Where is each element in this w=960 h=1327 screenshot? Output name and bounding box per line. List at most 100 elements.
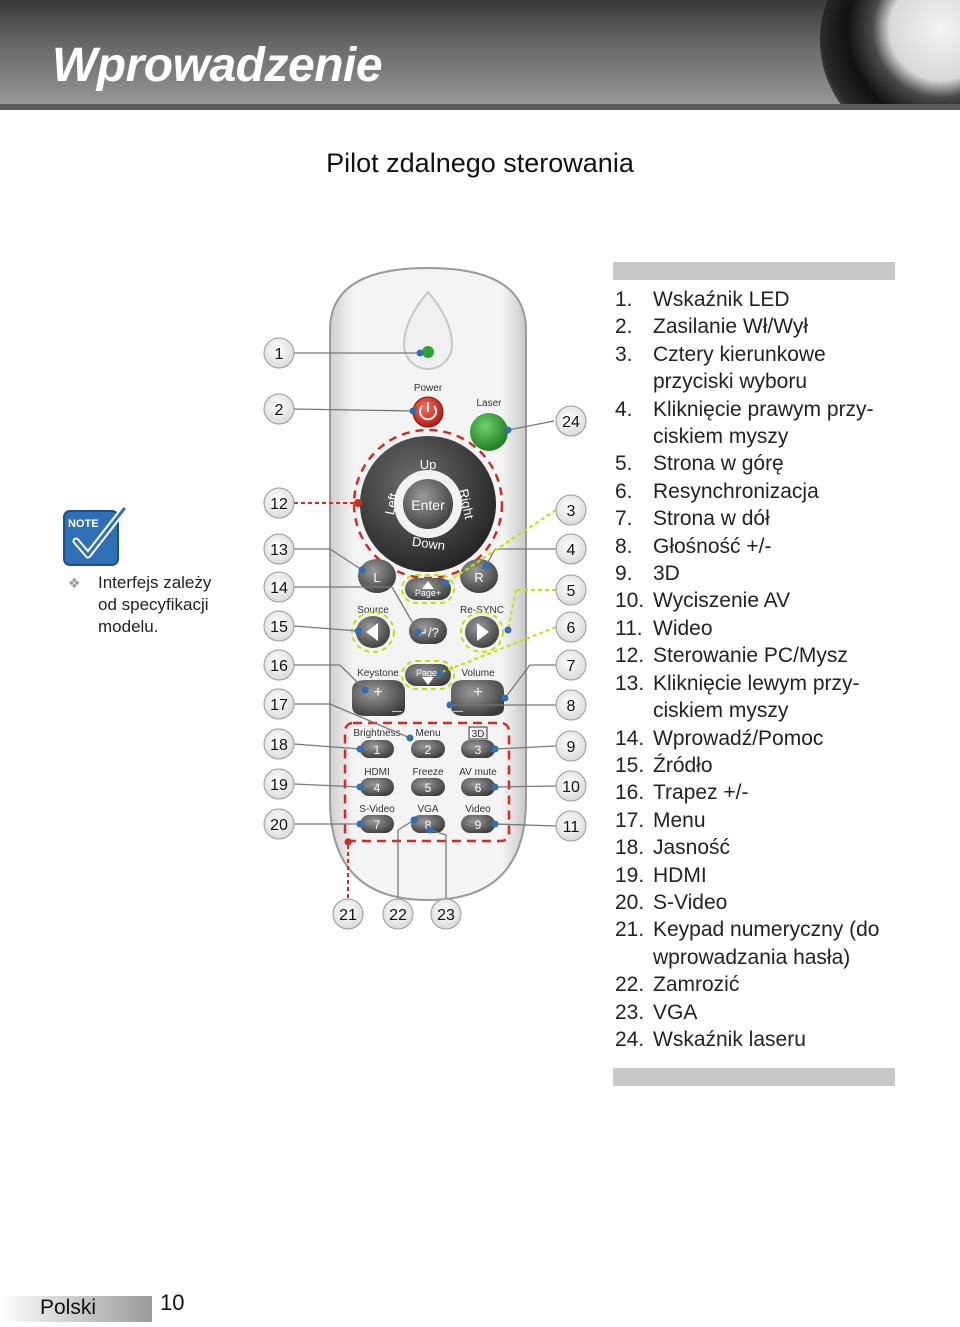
freeze-label: Freeze xyxy=(412,767,444,778)
legend-number: 10. xyxy=(615,589,645,613)
legend-label: Kliknięcie lewym przy- xyxy=(653,671,860,695)
legend-number: 4. xyxy=(615,397,633,421)
dpad-right-button[interactable]: Right xyxy=(456,487,477,520)
legend-item: 5.Strona w górę xyxy=(615,450,905,477)
enter-button[interactable] xyxy=(403,479,453,529)
led-window xyxy=(402,290,454,370)
callout-11: 11 xyxy=(563,819,580,836)
callout-16: 16 xyxy=(270,658,288,675)
legend-item: 2. Zasilanie Wł/Wył xyxy=(615,313,905,340)
callout-17: 17 xyxy=(270,697,288,714)
legend-item: 6.Resynchronizacja xyxy=(615,478,905,505)
legend-item: 21.Keypad numeryczny (do xyxy=(615,916,905,943)
legend-number: 6. xyxy=(615,479,633,503)
key-3-label: 3 xyxy=(475,743,482,757)
source-label: Source xyxy=(357,605,389,616)
note-badge-text: NOTE xyxy=(68,518,99,530)
callout-23: 23 xyxy=(437,907,455,924)
legend-label: Wskaźnik LED xyxy=(653,288,790,311)
page-down-label: Page- xyxy=(416,668,440,678)
key-8[interactable] xyxy=(411,815,445,833)
legend-item: 24.Wskaźnik laseru xyxy=(615,1026,905,1053)
key-9-label: 9 xyxy=(475,818,482,832)
yellow-leaders xyxy=(439,509,557,674)
lens-graphic xyxy=(820,0,960,110)
legend-label: przyciski wyboru xyxy=(653,370,808,394)
page-down-button[interactable] xyxy=(405,664,451,686)
legend-label: Jasność xyxy=(653,836,731,860)
legend-item: 22. Zamrozić xyxy=(615,971,905,998)
resync-label: Re-SYNC xyxy=(460,605,504,616)
key-6-label: 6 xyxy=(475,781,482,795)
enter-label: Enter xyxy=(411,497,445,513)
legend-number xyxy=(615,423,653,450)
legend-label: Wideo xyxy=(653,616,713,640)
legend-label: Głośność +/- xyxy=(653,534,772,558)
legend-number: 14. xyxy=(615,726,645,750)
key-5[interactable] xyxy=(411,778,445,796)
key-4[interactable] xyxy=(360,778,394,796)
legend-number: 13. xyxy=(615,671,645,695)
legend-item: 8.Głośność +/- xyxy=(615,533,905,560)
key-6[interactable] xyxy=(461,778,495,796)
legend-item: 14. Wprowadź/Pomoc xyxy=(615,725,905,752)
legend-item: 9. 3D xyxy=(615,560,905,587)
help-button[interactable] xyxy=(409,618,447,644)
callout-18: 18 xyxy=(270,737,288,754)
callouts-right: 24 3 4 5 6 7 8 9 10 11 xyxy=(555,405,587,842)
laser-button[interactable] xyxy=(470,413,508,451)
page-header: Wprowadzenie xyxy=(0,0,960,110)
footer-tab xyxy=(0,1296,152,1322)
legend-number: 12. xyxy=(615,644,645,668)
callout-13: 13 xyxy=(270,542,288,559)
legend-label: 3D xyxy=(653,562,680,586)
key-2[interactable] xyxy=(411,740,445,758)
callout-8: 8 xyxy=(567,698,576,715)
legend-item: 15.Źródło xyxy=(615,752,905,779)
legend-number: 9. xyxy=(615,562,633,586)
video-label: Video xyxy=(465,804,491,815)
callout-19: 19 xyxy=(270,777,288,794)
volume-rocker[interactable] xyxy=(451,680,504,716)
callout-21: 21 xyxy=(339,907,357,924)
key-3[interactable] xyxy=(461,740,495,758)
legend-number: 22. xyxy=(615,973,645,997)
legend-top-bar xyxy=(613,262,895,280)
dpad-up-button[interactable]: Up xyxy=(420,457,437,472)
legend-label: Cztery kierunkowe xyxy=(653,342,826,366)
led-indicator xyxy=(422,346,434,358)
legend-label: ciskiem myszy xyxy=(653,425,789,449)
left-click-button[interactable] xyxy=(358,559,396,593)
callout-14: 14 xyxy=(270,580,288,597)
callout-20: 20 xyxy=(270,817,288,834)
legend-label: Zamrozić xyxy=(653,973,740,997)
dpad-down-button[interactable]: Down xyxy=(411,534,446,553)
page-footer: Polski 10 xyxy=(0,1290,184,1327)
key-1[interactable] xyxy=(360,740,394,758)
header-rule xyxy=(0,104,960,110)
legend-number: 19. xyxy=(615,863,645,887)
legend-label: Zasilanie Wł/Wył xyxy=(653,315,808,339)
legend-label: Trapez +/- xyxy=(653,781,749,805)
menu-label: Menu xyxy=(415,728,440,739)
legend-item: 12.Sterowanie PC/Mysz xyxy=(615,642,905,669)
dpad-left-button[interactable]: Left xyxy=(382,491,401,516)
legend-number xyxy=(615,368,653,395)
legend-number: 2. xyxy=(615,315,633,339)
legend-item: 7.Strona w dół xyxy=(615,505,905,532)
note-line: Interfejs zależy xyxy=(98,573,212,592)
key-7-label: 7 xyxy=(374,818,381,832)
key-9[interactable] xyxy=(461,815,495,833)
legend-item: wprowadzania hasła) xyxy=(615,944,905,971)
legend-label: Wprowadź/Pomoc xyxy=(653,726,824,750)
section-title: Pilot zdalnego sterowania xyxy=(326,148,634,178)
red-leaders xyxy=(294,502,356,898)
legend-number: 15. xyxy=(615,753,645,777)
callouts-bottom: 21 22 23 xyxy=(332,898,462,930)
callout-15: 15 xyxy=(270,619,288,636)
avmute-label: AV mute xyxy=(459,767,497,778)
key-7[interactable] xyxy=(360,815,394,833)
volume-minus: — xyxy=(453,706,463,717)
legend-label: Keypad numeryczny (do xyxy=(653,918,880,942)
legend-item: 10.Wyciszenie AV xyxy=(615,587,905,614)
